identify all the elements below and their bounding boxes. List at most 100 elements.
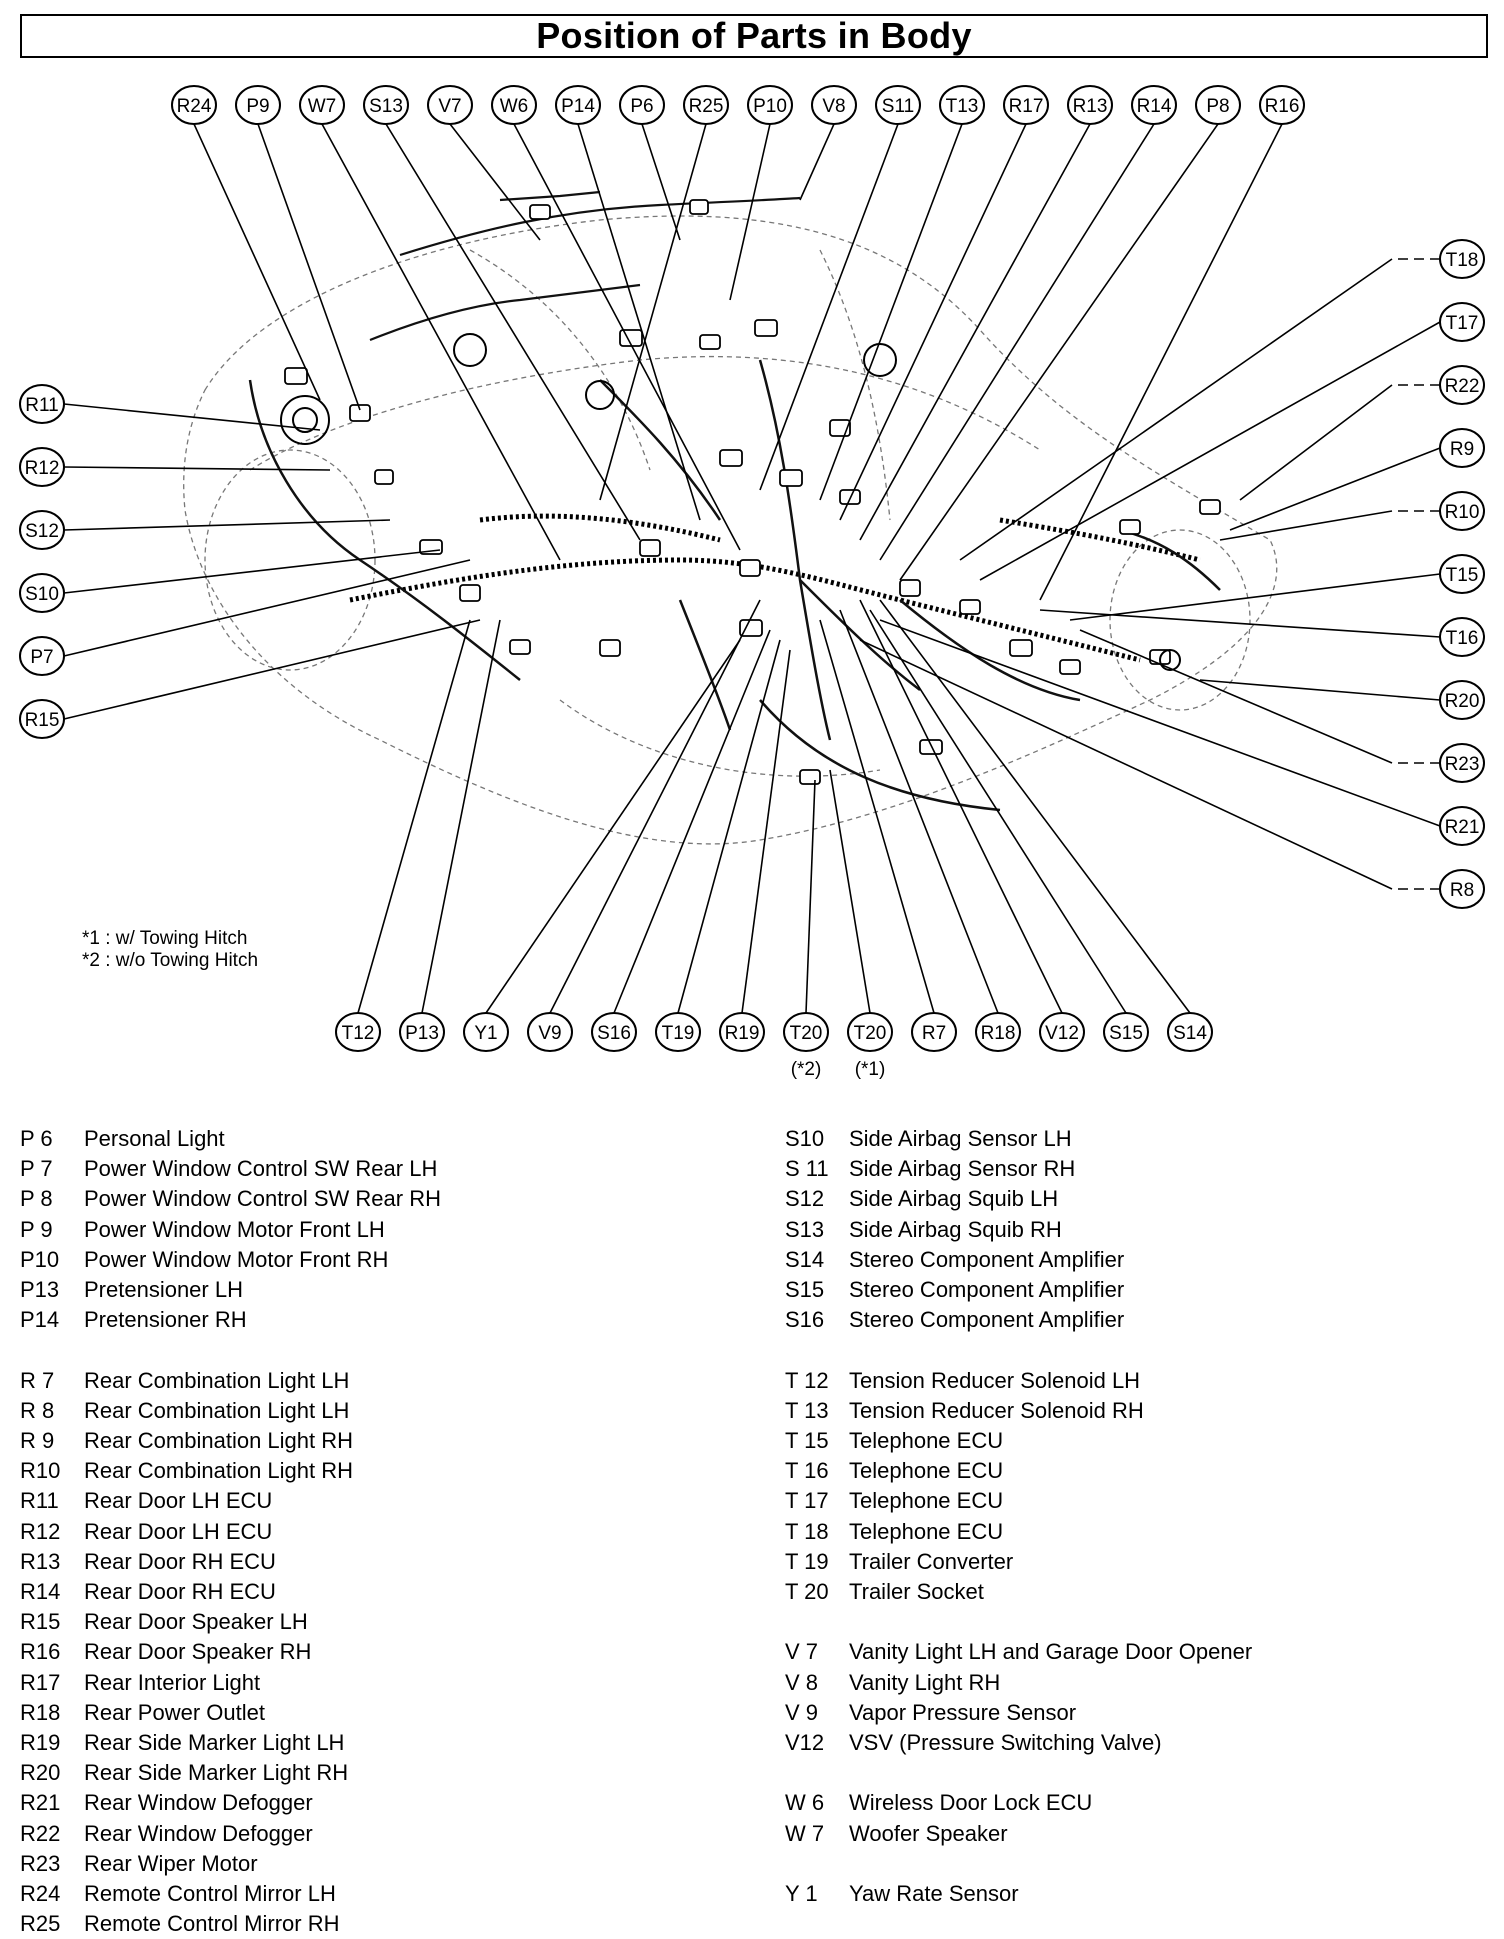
- leader-line-bottom-4: [613, 629, 771, 1014]
- callout-bottom-v12-11-label: V12: [1045, 1023, 1079, 1044]
- leader-line-bottom-3: [549, 599, 761, 1014]
- leader-line-right-7: [1199, 679, 1441, 701]
- callout-right-t18-label: T18: [1446, 250, 1479, 271]
- callout-right-r10-label: R10: [1445, 502, 1480, 523]
- legend-part-name: Stereo Component Amplifier: [849, 1307, 1125, 1332]
- legend-part-name: Stereo Component Amplifier: [849, 1277, 1125, 1302]
- callout-bottom-t12-0-label: T12: [342, 1023, 375, 1044]
- legend-part-name: Rear Door Speaker LH: [84, 1609, 308, 1634]
- legend-code: R21: [20, 1790, 61, 1815]
- leader-line-bottom-13: [879, 599, 1191, 1014]
- callout-right-t16-circle: [1439, 617, 1485, 657]
- legend-part-name: Telephone ECU: [849, 1519, 1004, 1544]
- callout-right-r20-circle: [1439, 680, 1485, 720]
- callout-top-p8-16-circle: [1195, 85, 1241, 125]
- legend-code: R10: [20, 1458, 61, 1483]
- leader-line-left-2: [63, 519, 391, 531]
- callout-right-t16: T16: [1439, 617, 1485, 657]
- callout-top-s11-11-label: S11: [882, 96, 914, 117]
- legend-code: T 19: [785, 1549, 829, 1574]
- leader-line-left-4: [63, 559, 471, 657]
- callout-bottom-r18-10-label: R18: [981, 1023, 1016, 1044]
- callout-top-t13-12: T13: [939, 85, 985, 125]
- legend-part-name: Rear Door RH ECU: [84, 1579, 276, 1604]
- legend-code: S12: [785, 1186, 825, 1211]
- legend-code: T 18: [785, 1519, 829, 1544]
- callout-left-r15: R15: [19, 699, 65, 739]
- legend-code: T 17: [785, 1488, 829, 1513]
- legend-part-name: Rear Door LH ECU: [84, 1519, 273, 1544]
- callout-bottom-t20-7-label: T20: [790, 1023, 823, 1044]
- callout-top-r24-0: R24: [171, 85, 217, 125]
- callout-right-r8: R8: [1439, 869, 1485, 909]
- callout-top-r13-14-circle: [1067, 85, 1113, 125]
- legend-code: R 8: [20, 1398, 55, 1423]
- callout-bottom-v9-3: V9: [527, 1012, 573, 1052]
- callout-bottom-p13-1-label: P13: [405, 1023, 439, 1044]
- callout-right-t18: T18: [1439, 239, 1485, 279]
- legend-part-name: Tension Reducer Solenoid RH: [849, 1398, 1144, 1423]
- callout-top-r25-8-label: R25: [689, 96, 724, 117]
- legend-code: R25: [20, 1911, 61, 1936]
- legend-part-name: Trailer Converter: [849, 1549, 1014, 1574]
- leader-line-top-7: [641, 123, 681, 241]
- legend-part-name: Side Airbag Squib LH: [849, 1186, 1059, 1211]
- callout-bottom-r19-6-label: R19: [725, 1023, 760, 1044]
- callout-top-p10-9-circle: [747, 85, 793, 125]
- legend-code: S16: [785, 1307, 825, 1332]
- legend-part-name: Trailer Socket: [849, 1579, 984, 1604]
- legend-code: W 6: [785, 1790, 825, 1815]
- roof-harness: [369, 190, 801, 342]
- callout-bottom-r7-9-label: R7: [922, 1023, 946, 1044]
- legend-code: V 8: [785, 1670, 819, 1695]
- leader-line-right-4: [1219, 510, 1393, 541]
- callout-right-t16-label: T16: [1446, 628, 1479, 649]
- leader-line-bottom-11: [859, 599, 1063, 1014]
- legend-part-name: Power Window Control SW Rear LH: [84, 1156, 438, 1181]
- legend-part-name: Tension Reducer Solenoid LH: [849, 1368, 1141, 1393]
- leader-line-top-6: [577, 123, 701, 521]
- legend-part-name: Telephone ECU: [849, 1488, 1004, 1513]
- callout-right-r22-circle: [1439, 365, 1485, 405]
- leader-line-bottom-0: [357, 619, 471, 1014]
- legend-code: R18: [20, 1700, 61, 1725]
- leader-line-bottom-1: [421, 619, 501, 1014]
- callout-top-s11-11: S11: [875, 85, 921, 125]
- legend-part-name: Rear Side Marker Light RH: [84, 1760, 349, 1785]
- legend-item: T 18 Telephone ECU: [785, 1517, 1003, 1547]
- leader-line-top-2: [321, 123, 561, 561]
- callout-top-r17-13-circle: [1003, 85, 1049, 125]
- note-towing-hitch: *1 : w/ Towing Hitch: [82, 928, 248, 949]
- callout-bottom-r7-9: R7: [911, 1012, 957, 1052]
- callout-bottom-s14-13-circle: [1167, 1012, 1213, 1052]
- leader-line-top-0: [193, 123, 321, 401]
- callout-left-r11: R11: [19, 384, 65, 424]
- legend-code: R19: [20, 1730, 61, 1755]
- callout-right-r21-label: R21: [1445, 817, 1480, 838]
- callout-top-r24-0-circle: [171, 85, 217, 125]
- callout-left-s12: S12: [19, 510, 65, 550]
- callout-bottom-y1-2: Y1: [463, 1012, 509, 1052]
- callout-right-r22: R22: [1439, 365, 1485, 405]
- leader-line-top-13: [839, 123, 1027, 521]
- legend-code: P14: [20, 1307, 60, 1332]
